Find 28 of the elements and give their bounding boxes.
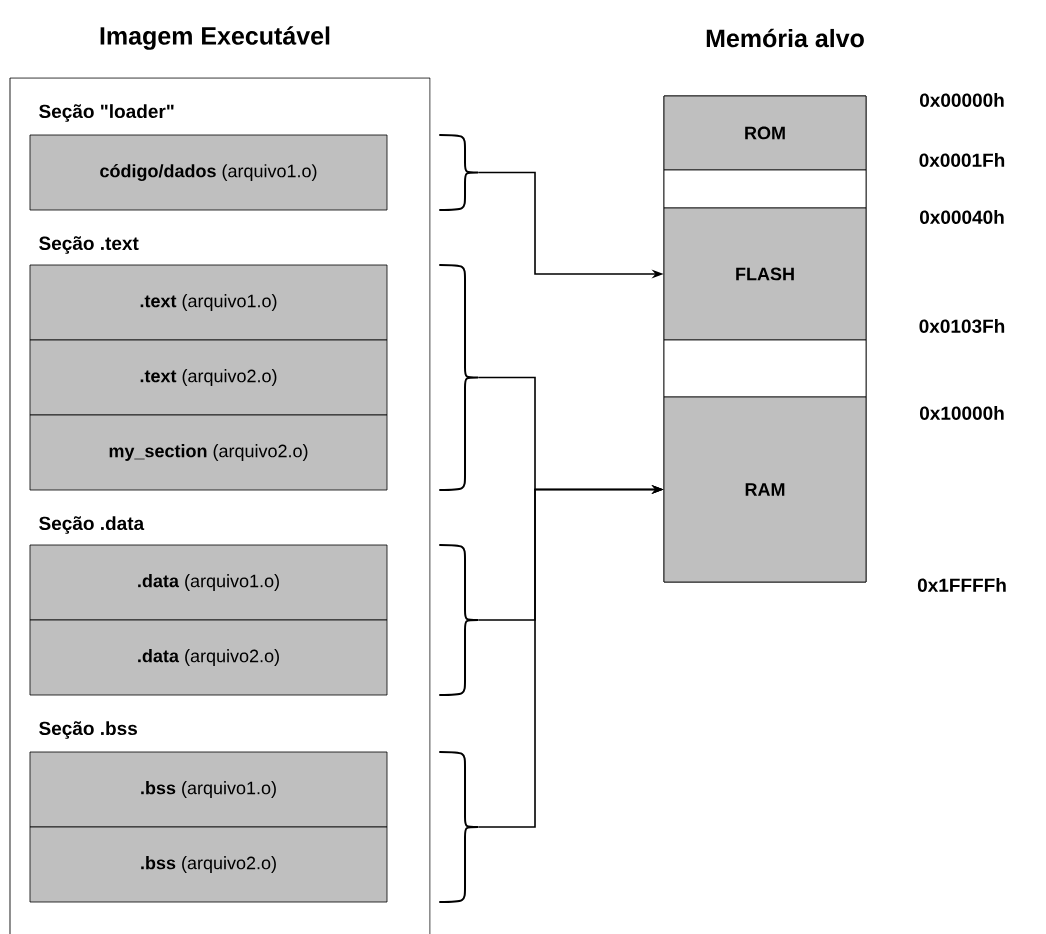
- curly-brace: [439, 264, 479, 491]
- empty-block: [663, 169, 867, 209]
- address-label: 0x1FFFFh: [917, 578, 1006, 592]
- section-block: código/dados (arquivo1.o): [29, 134, 388, 211]
- column-title: Imagem Executável: [100, 26, 330, 50]
- address-label: 0x0103Fh: [919, 319, 1005, 333]
- curly-brace: [439, 134, 479, 211]
- section-title: Seção .data: [39, 516, 145, 534]
- memory-block: ROM: [663, 95, 867, 171]
- section-block: .bss (arquivo1.o): [29, 751, 388, 828]
- column-title: Memória alvo: [706, 28, 864, 48]
- section-title: Seção .bss: [39, 721, 137, 739]
- section-block: my_section (arquivo2.o): [29, 414, 388, 491]
- section-title: Seção .text: [39, 236, 139, 254]
- curly-brace: [439, 751, 479, 903]
- address-label: 0x00040h: [920, 210, 1004, 224]
- section-block: .data (arquivo2.o): [29, 619, 388, 696]
- address-label: 0x0001Fh: [919, 153, 1005, 167]
- address-label: 0x00000h: [920, 93, 1004, 107]
- section-block: .text (arquivo1.o): [29, 264, 388, 341]
- memory-block: RAM: [663, 396, 867, 583]
- section-block: .bss (arquivo2.o): [29, 826, 388, 903]
- section-block: .text (arquivo2.o): [29, 339, 388, 416]
- section-block: .data (arquivo1.o): [29, 544, 388, 621]
- empty-block: [663, 339, 867, 398]
- curly-brace: [439, 544, 479, 696]
- address-label: 0x10000h: [920, 406, 1004, 420]
- memory-block: FLASH: [663, 207, 867, 341]
